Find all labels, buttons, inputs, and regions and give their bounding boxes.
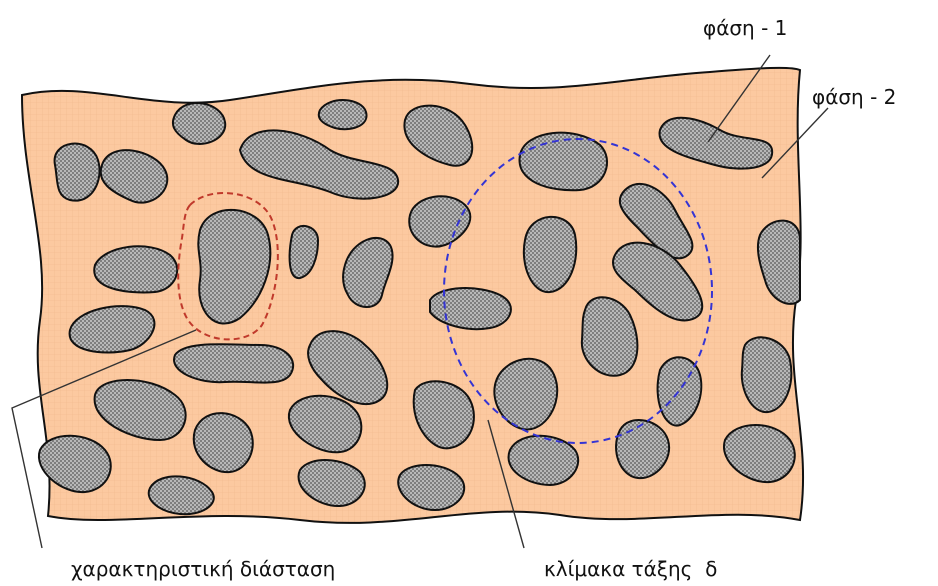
label-phase-1: φάση - 1 <box>703 16 787 40</box>
particle <box>94 246 177 292</box>
particle <box>55 144 100 201</box>
particle <box>319 100 367 129</box>
label-characteristic-dimension: χαρακτηριστική διάσταση <box>71 557 335 581</box>
particle <box>524 217 576 292</box>
particle <box>742 337 792 412</box>
particle <box>520 133 608 191</box>
label-order-scale: κλίμακα τάξης δ <box>544 557 717 581</box>
label-phase-2: φάση - 2 <box>812 85 896 109</box>
particle <box>174 344 293 382</box>
